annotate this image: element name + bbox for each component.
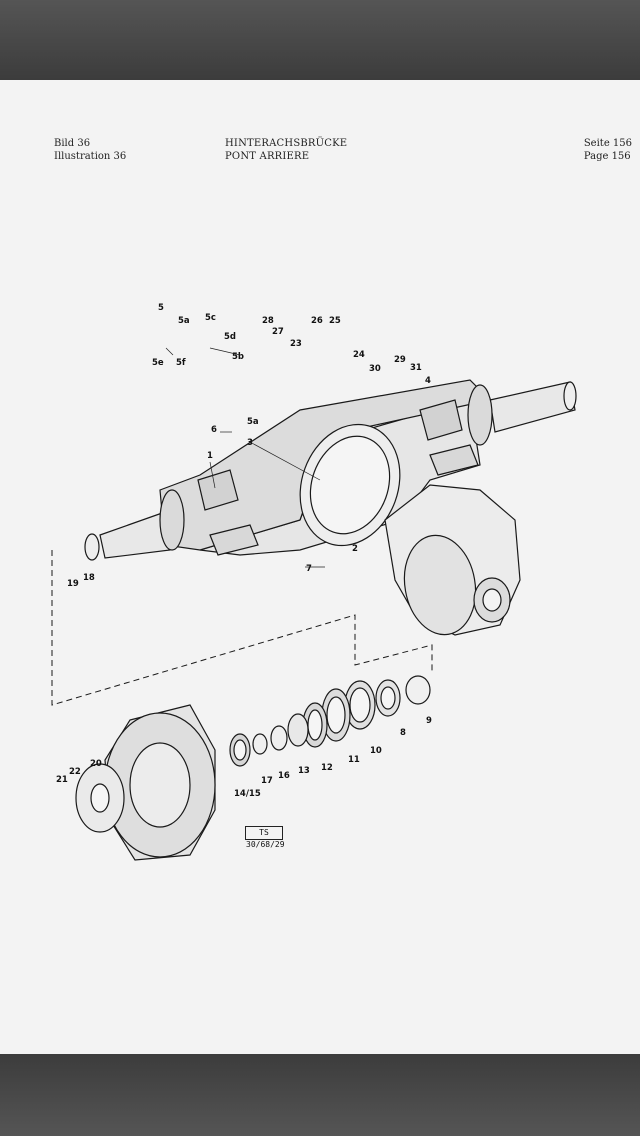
drawing-reference-stamp: TS 30/68/29 bbox=[245, 826, 285, 849]
label-19: 19 bbox=[67, 579, 79, 589]
label-29: 29 bbox=[394, 355, 406, 365]
label-4: 4 bbox=[425, 376, 431, 386]
bottom-toolbar bbox=[0, 1054, 640, 1136]
page-title: HINTERACHSBRÜCKE PONT ARRIERE bbox=[225, 137, 347, 163]
exploded-axle-drawing: 5 5a 5c 5d 5b 5e 5f 28 27 23 26 25 24 29… bbox=[51, 303, 577, 861]
part-labels: 5 5a 5c 5d 5b 5e 5f 28 27 23 26 25 24 29… bbox=[56, 303, 432, 799]
label-1: 1 bbox=[207, 451, 213, 461]
page-number-de: Seite 156 bbox=[583, 138, 632, 149]
label-10: 10 bbox=[370, 746, 382, 756]
top-toolbar bbox=[0, 0, 640, 80]
label-8: 8 bbox=[400, 728, 406, 738]
title-fr: PONT ARRIERE bbox=[225, 151, 310, 162]
label-2: 2 bbox=[352, 544, 358, 554]
label-28: 28 bbox=[262, 316, 274, 326]
label-3: 3 bbox=[247, 438, 253, 448]
assembly-guide-line bbox=[51, 550, 433, 706]
label-14-15: 14/15 bbox=[234, 789, 261, 799]
label-17: 17 bbox=[261, 776, 273, 786]
figure-number: Bild 36 Illustration 36 bbox=[54, 137, 126, 163]
title-de: HINTERACHSBRÜCKE bbox=[225, 138, 348, 149]
label-30: 30 bbox=[369, 364, 381, 374]
label-5e: 5e bbox=[152, 358, 164, 368]
document-page: Bild 36 Illustration 36 HINTERACHSBRÜCKE… bbox=[0, 80, 640, 1054]
label-5f: 5f bbox=[176, 358, 186, 368]
label-26: 26 bbox=[311, 316, 323, 326]
axle-housing bbox=[84, 379, 577, 561]
label-13: 13 bbox=[298, 766, 310, 776]
label-9: 9 bbox=[426, 716, 432, 726]
label-5d: 5d bbox=[224, 332, 236, 342]
label-5b: 5b bbox=[232, 352, 244, 362]
page-number-fr: Page 156 bbox=[583, 151, 631, 162]
label-12: 12 bbox=[321, 763, 333, 773]
label-16: 16 bbox=[278, 771, 290, 781]
label-18: 18 bbox=[83, 573, 95, 583]
label-7: 7 bbox=[306, 564, 312, 574]
differential-carrier bbox=[384, 484, 521, 636]
label-25: 25 bbox=[329, 316, 341, 326]
label-5a: 5a bbox=[178, 316, 190, 326]
label-5c: 5c bbox=[205, 313, 216, 323]
figure-number-de: Bild 36 bbox=[54, 138, 91, 149]
label-23: 23 bbox=[290, 339, 302, 349]
figure-number-fr: Illustration 36 bbox=[54, 151, 127, 162]
bearing-stack bbox=[229, 675, 431, 767]
label-24: 24 bbox=[353, 350, 365, 360]
label-22: 22 bbox=[69, 767, 81, 777]
label-27: 27 bbox=[272, 327, 284, 337]
label-6: 6 bbox=[211, 425, 217, 435]
label-20: 20 bbox=[90, 759, 102, 769]
page-number: Seite 156 Page 156 bbox=[584, 137, 632, 163]
label-31: 31 bbox=[410, 363, 422, 373]
label-5: 5 bbox=[158, 303, 164, 313]
label-5a-lower: 5a bbox=[247, 417, 259, 427]
label-21: 21 bbox=[56, 775, 68, 785]
wheel-hub bbox=[75, 704, 216, 861]
label-11: 11 bbox=[348, 755, 360, 765]
leader-lines bbox=[165, 347, 325, 568]
